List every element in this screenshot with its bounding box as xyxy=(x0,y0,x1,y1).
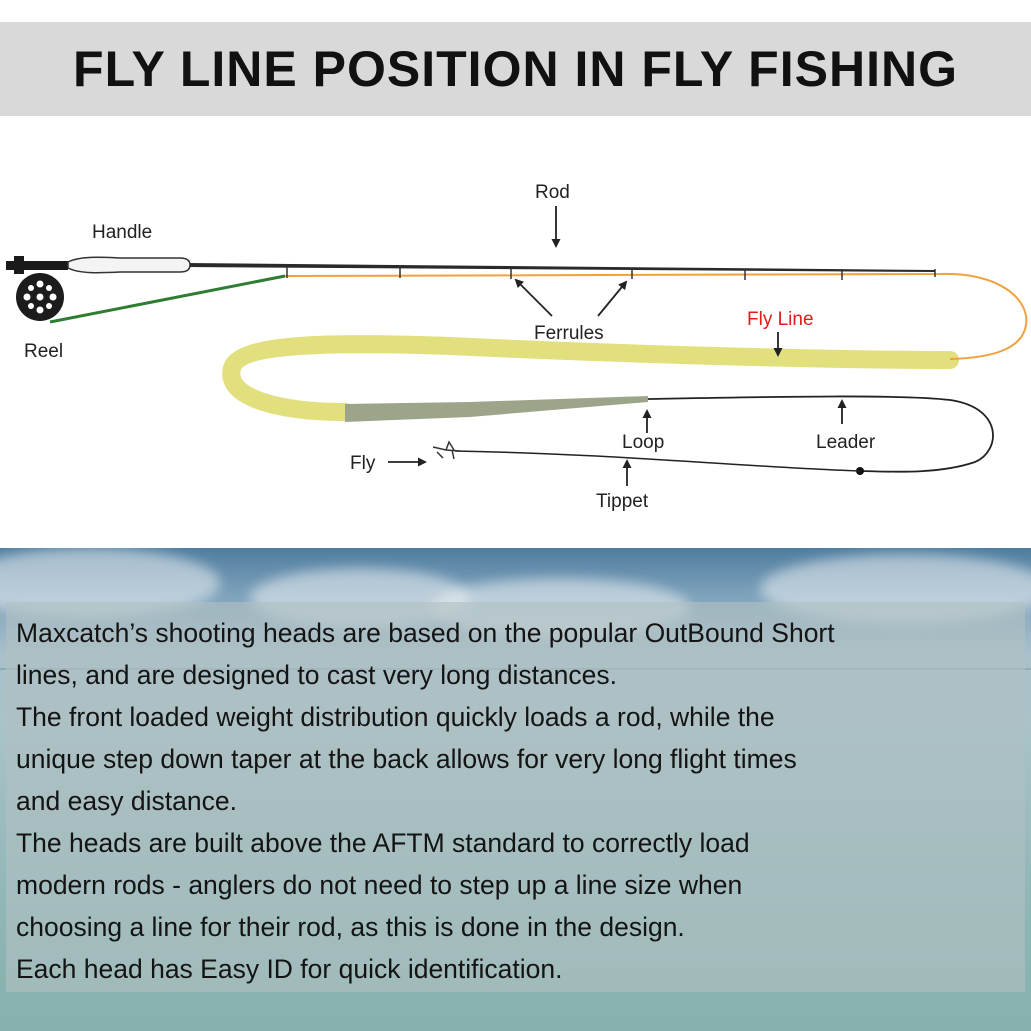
description-line: choosing a line for their rod, as this i… xyxy=(16,912,685,942)
ferrule-ticks xyxy=(286,267,936,280)
backing-line xyxy=(49,274,286,324)
description-line: modern rods - anglers do not need to ste… xyxy=(16,870,743,900)
reel-seat xyxy=(6,261,68,270)
ferrules-label: Ferrules xyxy=(534,323,604,344)
description-line: Maxcatch’s shooting heads are based on t… xyxy=(16,618,835,648)
rod-label: Rod xyxy=(535,182,570,203)
tippet-line xyxy=(454,450,861,472)
pointer-arrows xyxy=(388,206,847,486)
reel-label: Reel xyxy=(24,341,63,362)
fly-line-diagram: Rod Handle Reel Ferrules Fly Line Loop L… xyxy=(0,150,1031,540)
page-title: FLY LINE POSITION IN FLY FISHING xyxy=(73,41,958,97)
description-line: lines, and are designed to cast very lon… xyxy=(16,660,618,690)
rod-blank xyxy=(186,263,935,272)
description-line: The heads are built above the AFTM stand… xyxy=(16,828,750,858)
ferrule-arrow-left xyxy=(514,278,553,317)
title-banner: FLY LINE POSITION IN FLY FISHING xyxy=(0,22,1031,116)
description-line: The front loaded weight distribution qui… xyxy=(16,702,775,732)
running-line xyxy=(284,272,1028,360)
description-line: Each head has Easy ID for quick identifi… xyxy=(16,954,563,984)
fly-line-label: Fly Line xyxy=(747,309,814,330)
leader-line xyxy=(647,395,994,473)
fly-icon xyxy=(432,440,461,460)
fly-label: Fly xyxy=(350,453,376,474)
diagram-canvas: Rod Handle Reel Ferrules Fly Line Loop L… xyxy=(6,182,1028,512)
tippet-label: Tippet xyxy=(596,491,649,512)
rod-handle xyxy=(67,256,191,274)
description-line: and easy distance. xyxy=(16,786,237,816)
loop-label: Loop xyxy=(622,432,664,453)
leader-label: Leader xyxy=(816,432,876,453)
fly-line-body xyxy=(222,335,959,421)
ferrule-arrow-right xyxy=(597,280,628,317)
reel-icon xyxy=(16,273,64,321)
description-text: Maxcatch’s shooting heads are based on t… xyxy=(16,612,1021,990)
rod-butt xyxy=(14,256,24,274)
background-photo: Maxcatch’s shooting heads are based on t… xyxy=(0,548,1031,1031)
handle-label: Handle xyxy=(92,222,152,243)
description-line: unique step down taper at the back allow… xyxy=(16,744,797,774)
description-panel: Maxcatch’s shooting heads are based on t… xyxy=(6,602,1025,992)
fly-line-head-tip xyxy=(345,396,648,422)
